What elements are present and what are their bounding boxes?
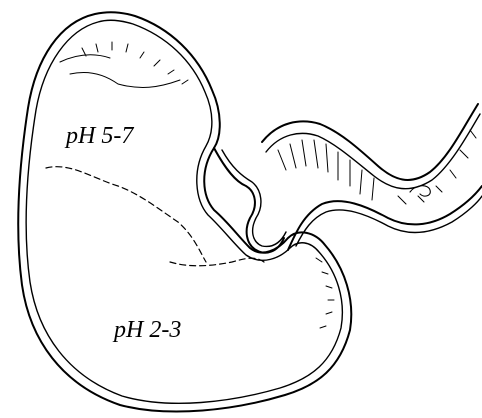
duodenum-outer-upper bbox=[262, 104, 478, 180]
duodenum-folds bbox=[278, 130, 476, 204]
ph-label-upper-region: pH 5-7 bbox=[66, 124, 133, 148]
fundus-hatching bbox=[60, 42, 188, 87]
stomach-outer-wall bbox=[18, 12, 351, 411]
stomach-inner-wall bbox=[26, 20, 342, 403]
upper-boundary-line bbox=[46, 167, 206, 262]
pylorus-outer bbox=[214, 148, 284, 253]
ph-label-lower-region: pH 2-3 bbox=[114, 318, 181, 342]
lower-boundary-line bbox=[170, 258, 264, 266]
